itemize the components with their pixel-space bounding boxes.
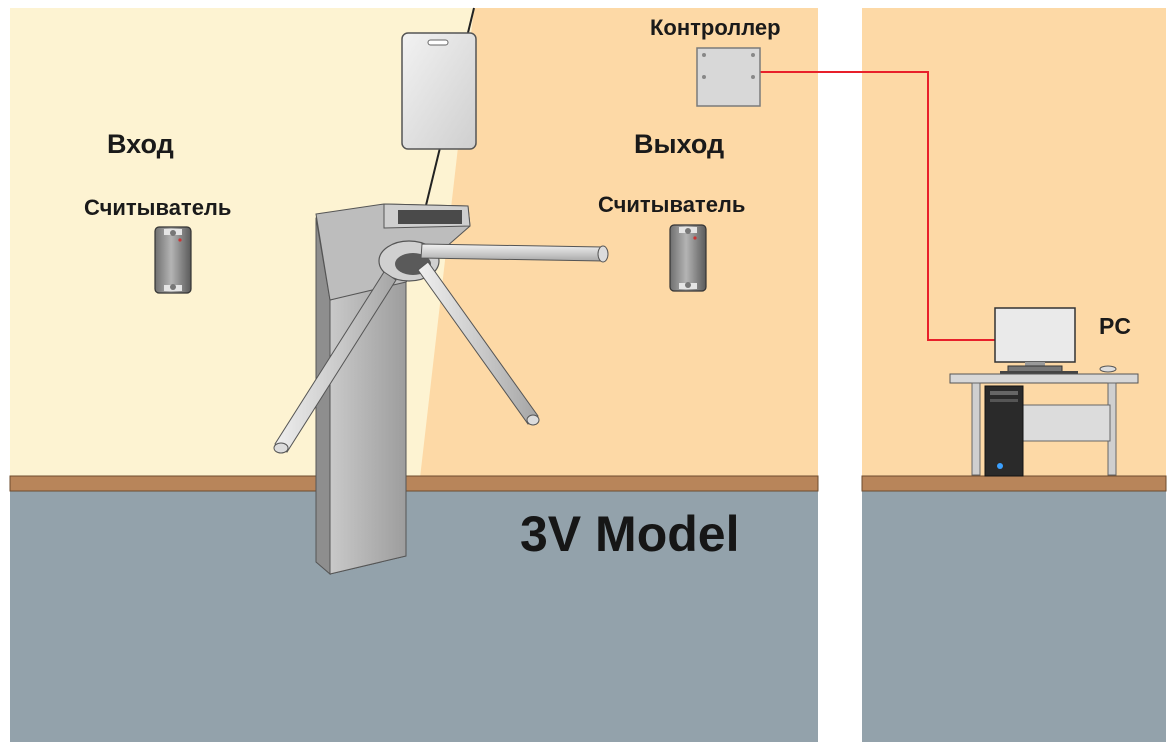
- pc-label: PC: [1099, 313, 1131, 339]
- exit-label: Выход: [634, 129, 725, 159]
- pc-workstation-icon: [949, 307, 1139, 477]
- model-title: 3V Model: [520, 506, 740, 562]
- floor-left: [10, 490, 818, 742]
- controller-pc-cable: [760, 71, 995, 341]
- entry-reader-icon: [154, 226, 192, 294]
- exit-reader-label: Считыватель: [598, 192, 746, 217]
- controller-label: Контроллер: [650, 15, 781, 40]
- entry-reader-label: Считыватель: [84, 195, 232, 220]
- controller-box-icon: [696, 47, 761, 107]
- access-card-icon: [401, 32, 477, 150]
- baseboard-left: [9, 475, 819, 492]
- floor-right: [862, 490, 1166, 742]
- entry-label: Вход: [107, 129, 174, 159]
- baseboard-right: [861, 475, 1167, 492]
- floor: [9, 475, 1167, 742]
- tripod-turnstile-icon: [273, 203, 609, 576]
- exit-reader-icon: [669, 224, 707, 292]
